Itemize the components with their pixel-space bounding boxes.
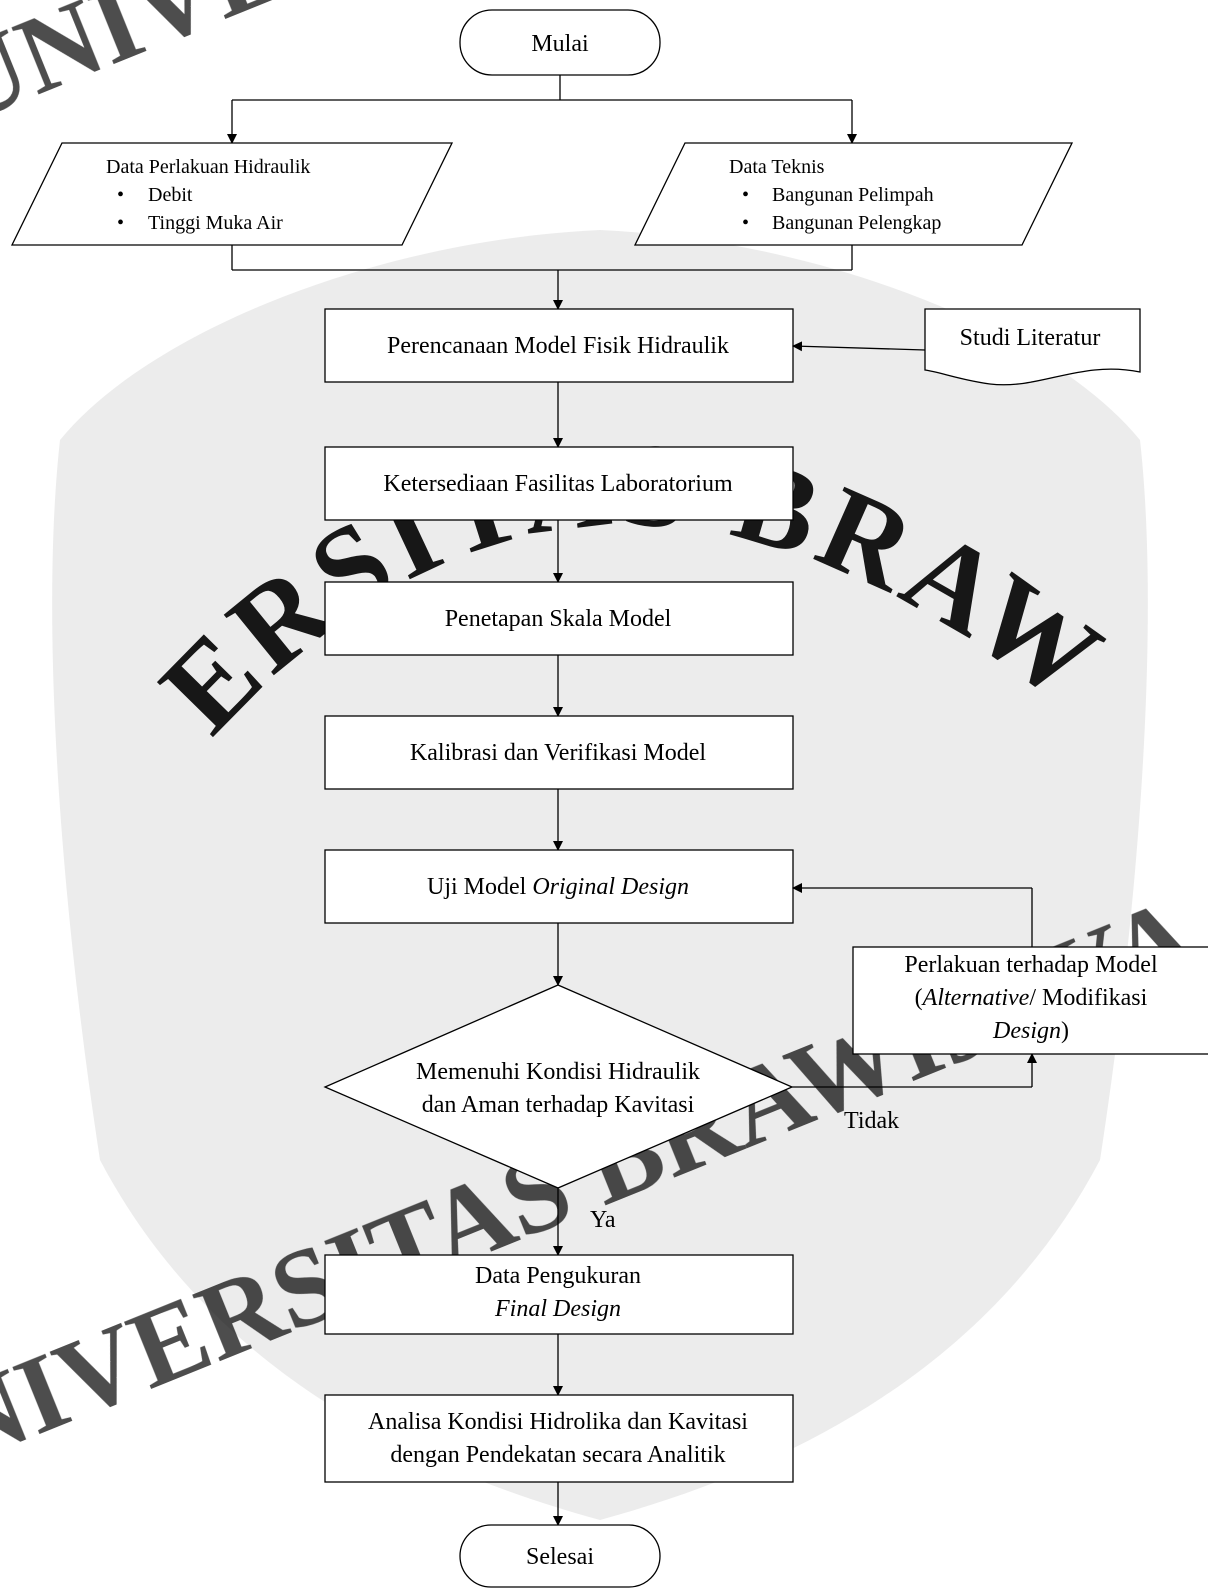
process-original-test (324, 849, 794, 924)
input-right-bullet-1: Bangunan Pelimpah (772, 184, 934, 206)
treatment-line-1: Perlakuan terhadap Model (904, 952, 1158, 978)
start-label: Mulai (531, 31, 589, 57)
literature-label: Studi Literatur (960, 325, 1101, 351)
input-parallelogram-left (10, 142, 454, 246)
facilities-label: Ketersediaan Fasilitas Laboratorium (383, 471, 733, 497)
input-right-bullet-2: Bangunan Pelengkap (772, 212, 941, 234)
end-label: Selesai (526, 1544, 594, 1570)
analysis-line-1: Analisa Kondisi Hidrolika dan Kavitasi (368, 1409, 748, 1435)
treatment-line-2: (Alternative/ Modifikasi (915, 985, 1148, 1011)
analysis-line-2: dengan Pendekatan secara Analitik (390, 1442, 725, 1468)
process-analysis (324, 1394, 794, 1483)
process-scale (324, 581, 794, 656)
calibration-label: Kalibrasi dan Verifikasi Model (410, 740, 706, 766)
treatment-line-3: Design) (992, 1018, 1069, 1044)
document-literature (924, 308, 1141, 386)
yes-branch-label: Ya (590, 1207, 616, 1233)
input-left-bullet-2: Tinggi Muka Air (148, 212, 283, 234)
decision-diamond (323, 984, 794, 1189)
input-left-bullet-dot-2: • (117, 212, 124, 234)
scale-label: Penetapan Skala Model (445, 606, 672, 632)
measurement-line-2: Final Design (494, 1296, 621, 1322)
input-left-bullet-dot-1: • (117, 184, 124, 206)
input-left-title: Data Perlakuan Hidraulik (106, 156, 310, 178)
end-terminator (459, 1524, 661, 1588)
no-branch-label: Tidak (844, 1108, 899, 1134)
input-right-bullet-dot-1: • (742, 184, 749, 206)
process-calibration (324, 715, 794, 790)
planning-label: Perencanaan Model Fisik Hidraulik (387, 333, 729, 359)
process-measurement (324, 1254, 794, 1335)
process-facilities (324, 446, 794, 521)
decision-line-2: dan Aman terhadap Kavitasi (422, 1092, 695, 1118)
measurement-line-1: Data Pengukuran (475, 1263, 641, 1289)
process-treatment (852, 946, 1208, 1055)
original-test-label: Uji Model Original Design (427, 874, 689, 900)
input-right-bullet-dot-2: • (742, 212, 749, 234)
input-left-bullet-1: Debit (148, 184, 193, 206)
input-right-title: Data Teknis (729, 156, 825, 178)
input-parallelogram-right (633, 142, 1074, 246)
decision-line-1: Memenuhi Kondisi Hidraulik (416, 1059, 700, 1085)
